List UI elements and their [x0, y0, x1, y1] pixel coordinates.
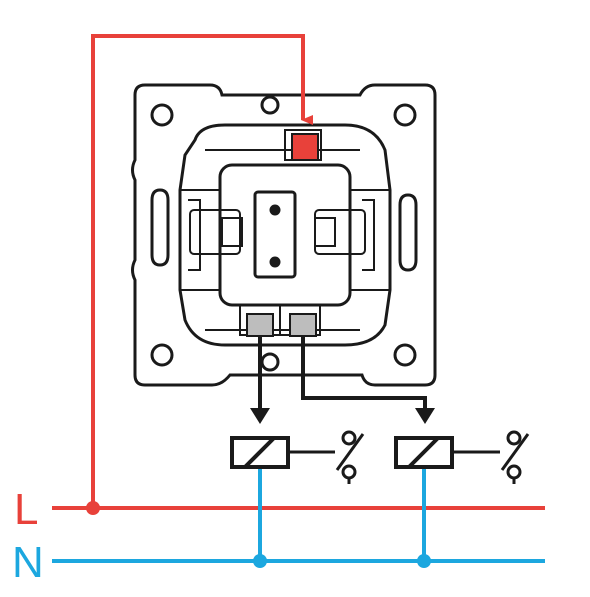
- arrow-to-relay-1: [250, 408, 270, 424]
- slot-right: [398, 193, 418, 272]
- mounting-plate: [131, 83, 437, 387]
- relay-2-contact-node-bottom: [506, 464, 522, 480]
- slot-left: [150, 188, 170, 267]
- line-junction-dot: [86, 501, 100, 515]
- switch-mechanism: [131, 83, 437, 387]
- neutral-junction-dot-1: [253, 554, 267, 568]
- terminal-live: [291, 133, 319, 161]
- terminal-output-2: [289, 313, 317, 337]
- relay-2-contact-node-top: [506, 430, 522, 446]
- line-wire: [52, 34, 545, 510]
- neutral-label: N: [12, 538, 44, 587]
- screw-hole-bottom-left: [150, 343, 174, 367]
- right-latch: [314, 209, 366, 255]
- neutral-junction-dot-2: [417, 554, 431, 568]
- screw-hole-bottom-right: [393, 343, 417, 367]
- relay-1-contact-node-top: [341, 430, 357, 446]
- control-wires: [258, 336, 427, 412]
- left-latch: [189, 209, 241, 255]
- relay-1-contact-node-bottom: [341, 464, 357, 480]
- switch-body-outline: [178, 123, 392, 347]
- screw-hole-top-right: [393, 103, 417, 127]
- terminal-output-1: [246, 313, 274, 337]
- arrow-to-relay-2: [415, 408, 435, 424]
- line-label: L: [14, 485, 38, 534]
- relay-2: [394, 436, 500, 469]
- relay-1: [230, 436, 335, 469]
- screw-hole-top-left: [150, 103, 174, 127]
- center-block: [253, 190, 297, 279]
- neutral-wire: [52, 467, 545, 563]
